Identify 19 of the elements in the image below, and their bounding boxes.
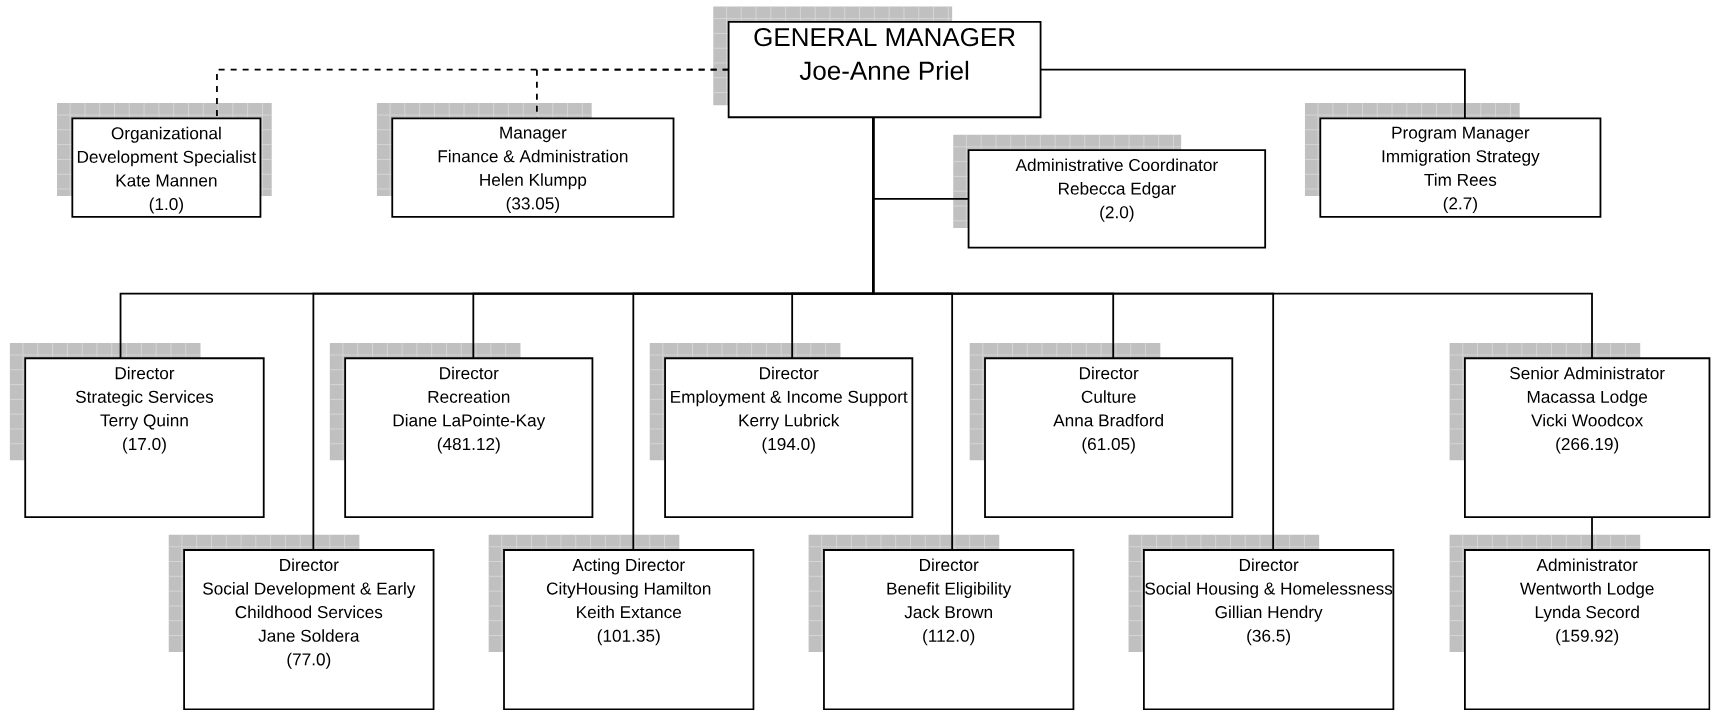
org-box: Program Manager Immigration Strategy Tim Rees (2.7) — [1304, 102, 1602, 218]
org-box: Organizational Development Specialist Kate Mannen (1.0) — [56, 102, 273, 218]
org-box: Acting Director CityHousing Hamilton Keith Extance (101.35) — [488, 534, 755, 710]
org-box: Director Employment & Income Support Kerry Lubrick (194.0) — [649, 342, 914, 519]
org-box: Administrative Coordinator Rebecca Edgar (2.0) — [952, 134, 1267, 249]
connector-line — [1591, 516, 1593, 551]
org-box: Director Recreation Diane LaPointe-Kay (481.12) — [329, 342, 594, 519]
org-box: Manager Finance & Administration Helen Klumpp (33.05) — [376, 102, 675, 218]
connector-line — [1039, 68, 1466, 120]
node-label: (1.0) — [149, 197, 184, 214]
org-box: Director Social Development & Early Childhood Services Jane Soldera (77.0) — [168, 534, 435, 710]
org-box: Administrator Wentworth Lodge Lynda Secord (159.92) — [1449, 534, 1711, 710]
org-box: GENERAL MANAGER Joe-Anne Priel — [712, 6, 1042, 119]
org-box: Director Benefit Eligibility Jack Brown (112.0) — [808, 534, 1075, 710]
org-box: Director Social Housing & Homelessness Gillian Hendry (36.5) — [1128, 534, 1395, 710]
org-box: Senior Administrator Macassa Lodge Vicki Woodcox (266.19) — [1449, 342, 1711, 519]
org-box: Director Culture Anna Bradford (61.05) — [969, 342, 1234, 519]
org-box: Director Strategic Services Terry Quinn (17.0) — [9, 342, 265, 519]
connector-line — [872, 116, 1275, 551]
